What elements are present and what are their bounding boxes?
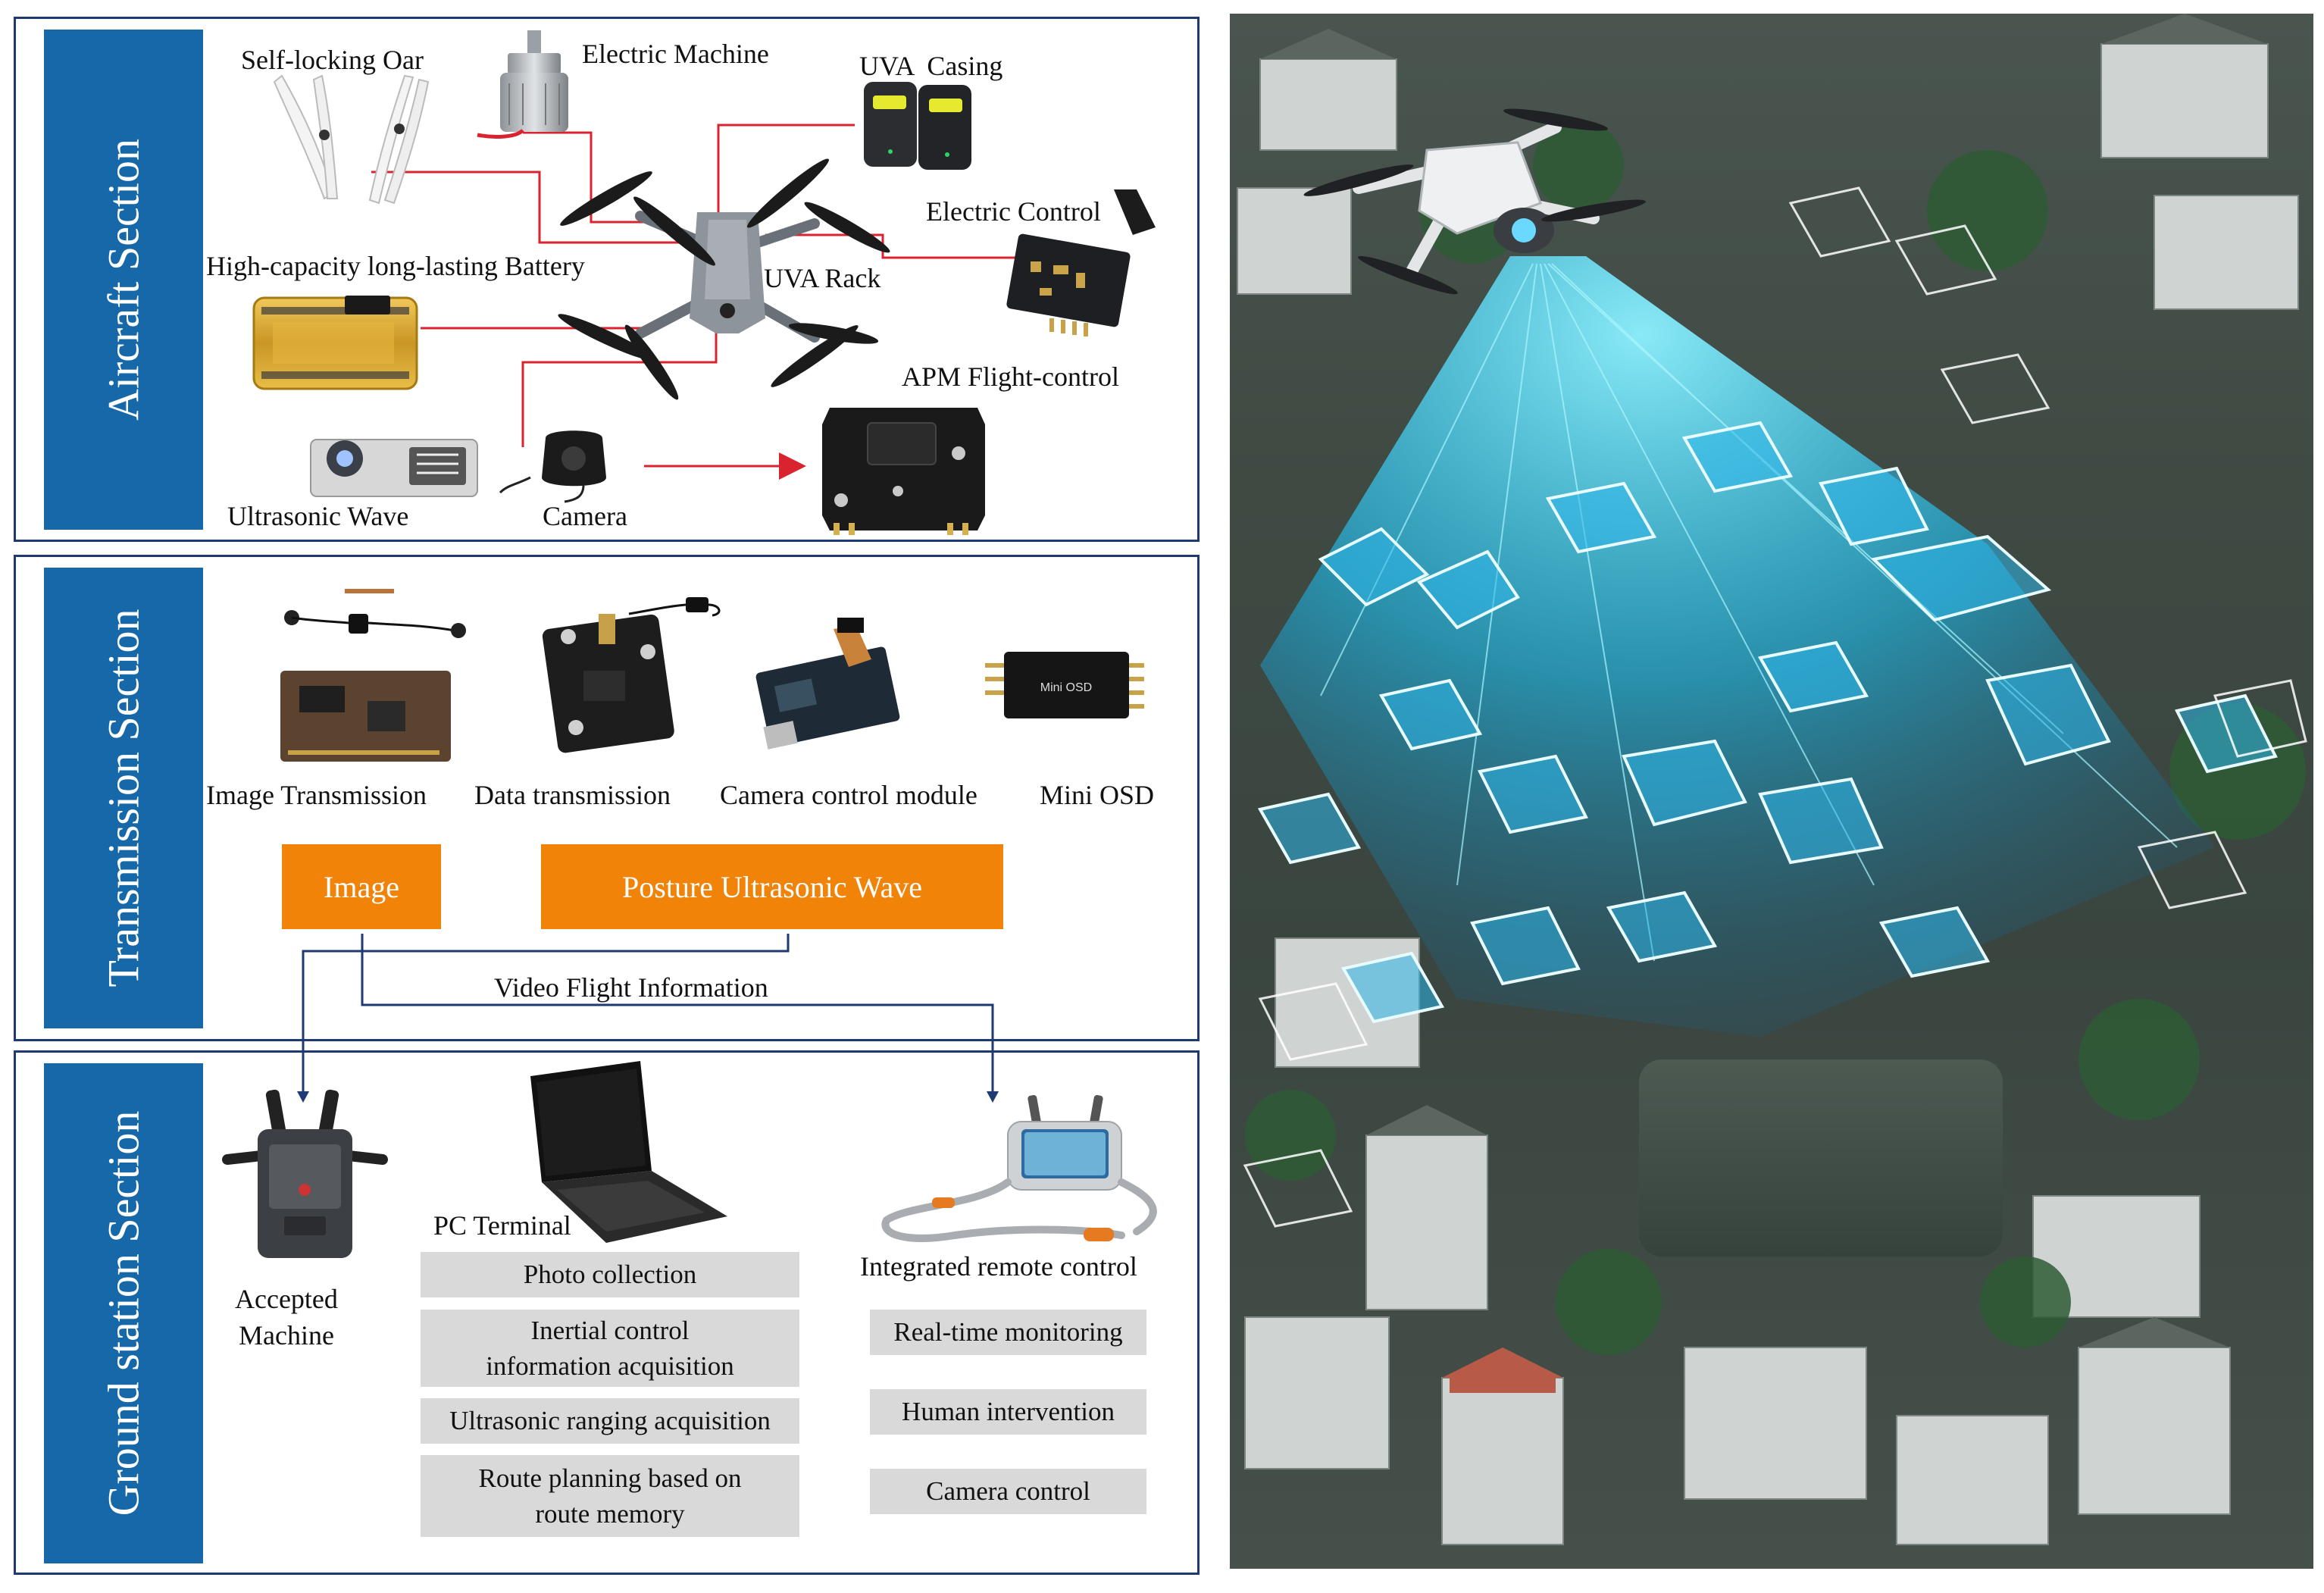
label-image-transmission: Image Transmission xyxy=(206,780,427,810)
label-camera-control-module: Camera control module xyxy=(720,780,977,810)
label-uva-rack: UVA Rack xyxy=(764,263,881,293)
mini-osd-label: Mini OSD xyxy=(1040,681,1092,694)
survey-drone-icon xyxy=(1303,108,1646,295)
aircraft-section-header: Aircraft Section xyxy=(44,30,203,530)
pond xyxy=(1639,1059,2003,1257)
label-self-locking-oar: Self-locking Oar xyxy=(241,45,424,75)
motor-icon xyxy=(477,30,568,139)
camera-icon xyxy=(499,430,606,503)
ultrasonic-sensor-icon xyxy=(310,439,478,497)
laptop-icon xyxy=(530,1061,727,1243)
pc-item-inertial-control: Inertial control information acquisition xyxy=(421,1310,799,1387)
arrow-to-receiver xyxy=(297,1091,309,1103)
label-camera: Camera xyxy=(543,501,627,531)
label-mini-osd: Mini OSD xyxy=(1040,780,1155,810)
label-integrated-remote-control: Integrated remote control xyxy=(860,1251,1137,1282)
camera-control-module-icon xyxy=(755,618,900,750)
remote-item-human-intervention: Human intervention xyxy=(870,1389,1146,1435)
lidar-scan-beam xyxy=(1260,256,2215,1037)
label-electric-control: Electric Control xyxy=(926,196,1101,227)
image-tx-module-icon xyxy=(280,589,466,762)
drone-survey-photo xyxy=(1230,14,2313,1569)
label-data-transmission: Data transmission xyxy=(474,780,671,810)
mini-osd-icon: Mini OSD xyxy=(985,652,1144,718)
label-accepted-machine: Accepted Machine xyxy=(235,1284,338,1350)
pc-item-photo-collection: Photo collection xyxy=(421,1252,799,1297)
propeller-icon xyxy=(273,74,430,205)
transmission-section-header: Transmission Section xyxy=(44,568,203,1028)
data-tx-module-icon xyxy=(542,597,721,753)
label-battery: High-capacity long-lasting Battery xyxy=(206,251,585,281)
white-outline-roofs xyxy=(1243,186,2307,1228)
ground-section-header: Ground station Section xyxy=(44,1063,203,1563)
survey-scene xyxy=(1237,14,2307,1545)
image-box: Image xyxy=(282,844,441,929)
aircraft-section-panel: Aircraft Section xyxy=(14,17,1200,542)
drone-icon xyxy=(558,158,890,400)
apm-board-icon xyxy=(822,408,985,535)
remote-controller-icon xyxy=(881,1094,1157,1242)
label-ultrasonic-wave: Ultrasonic Wave xyxy=(227,501,409,531)
posture-ultrasonic-box: Posture Ultrasonic Wave xyxy=(541,844,1003,929)
label-pc-terminal: PC Terminal xyxy=(433,1210,571,1241)
wireframe-roofs xyxy=(1257,421,2278,1024)
lipo-battery-icon xyxy=(252,296,418,390)
pc-item-route-planning: Route planning based on route memory xyxy=(421,1455,799,1537)
label-apm-flight-control: APM Flight-control xyxy=(902,361,1120,392)
label-uva-casing: UVA Casing xyxy=(859,51,1003,81)
remote-item-camera-control: Camera control xyxy=(870,1469,1146,1514)
receiver-icon xyxy=(222,1089,388,1258)
town-buildings xyxy=(1237,14,2306,1545)
arrow-to-remote xyxy=(987,1091,999,1103)
label-video-flight-information: Video Flight Information xyxy=(494,972,768,1003)
pc-item-ultrasonic-ranging: Ultrasonic ranging acquisition xyxy=(421,1398,799,1444)
flow-connector-lines xyxy=(302,934,994,1095)
remote-item-real-time-monitoring: Real-time monitoring xyxy=(870,1310,1146,1355)
diagram-graphics: Mini OSD xyxy=(222,30,1157,1258)
esc-board-icon xyxy=(1006,189,1156,336)
label-electric-machine: Electric Machine xyxy=(582,39,769,69)
battery-casing-icon xyxy=(864,82,971,170)
